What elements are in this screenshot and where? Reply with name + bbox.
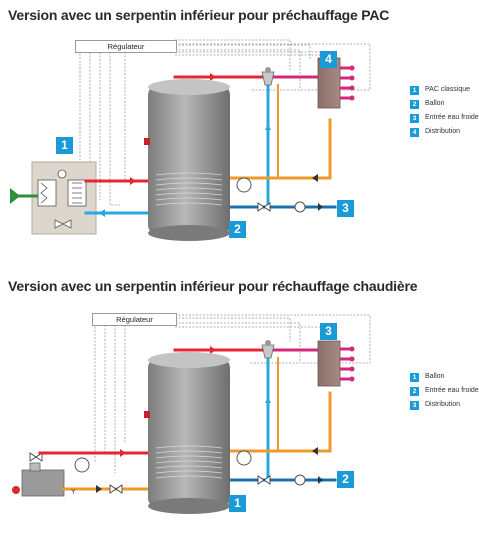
legend-label: Ballon bbox=[425, 373, 445, 380]
pump-icon bbox=[236, 177, 252, 193]
storage-tank bbox=[144, 79, 230, 241]
pipes-boiler bbox=[38, 348, 337, 491]
pump-icon bbox=[236, 450, 252, 466]
diagram-boiler-canvas bbox=[12, 314, 371, 514]
section-title-pac: Version avec un serpentin inférieur pour… bbox=[8, 7, 390, 23]
boiler-valve-label: Y bbox=[71, 489, 76, 496]
boiler-unit bbox=[12, 452, 65, 497]
legend-item: 3 Distribution bbox=[410, 401, 479, 410]
pipes-pac bbox=[84, 75, 337, 215]
storage-tank bbox=[144, 352, 230, 514]
legend-label: Entrée eau froide bbox=[425, 387, 479, 394]
badge-tank: 2 bbox=[229, 221, 246, 238]
check-valve-icon bbox=[318, 203, 323, 211]
legend-label: Distribution bbox=[425, 401, 461, 408]
legend-number: 1 bbox=[410, 86, 419, 95]
diagram-pac-preheating: Régulateur 1 2 3 4 1 PAC classique 2 Bal… bbox=[0, 30, 479, 275]
legend-label: Distribution bbox=[425, 128, 461, 135]
meter-icon bbox=[294, 201, 306, 213]
check-valve-icon bbox=[318, 476, 323, 484]
section-title-boiler: Version avec un serpentin inférieur pour… bbox=[8, 278, 418, 294]
valve-icon bbox=[257, 475, 271, 485]
legend-item: 1 Ballon bbox=[410, 373, 479, 382]
legend-number: 3 bbox=[410, 114, 419, 123]
valve-icon bbox=[109, 484, 123, 494]
legend-item: 2 Entrée eau froide bbox=[410, 387, 479, 396]
legend-number: 1 bbox=[410, 373, 419, 382]
regulator-label: Régulateur bbox=[92, 313, 177, 326]
badge-cold-water: 3 bbox=[337, 200, 354, 217]
regulator-label: Régulateur bbox=[75, 40, 177, 53]
legend-pac: 1 PAC classique 2 Ballon 3 Entrée eau fr… bbox=[410, 86, 479, 142]
flow-arrows bbox=[96, 346, 318, 493]
distribution-manifold bbox=[317, 340, 355, 387]
distribution-manifold bbox=[317, 57, 355, 109]
valve-icon bbox=[257, 202, 271, 212]
legend-number: 2 bbox=[410, 387, 419, 396]
mixing-valve bbox=[261, 67, 275, 86]
diagram-pac-canvas bbox=[10, 39, 371, 241]
legend-item: 2 Ballon bbox=[410, 100, 479, 109]
legend-number: 4 bbox=[410, 128, 419, 137]
legend-label: PAC classique bbox=[425, 86, 471, 93]
legend-label: Ballon bbox=[425, 100, 445, 107]
badge-distribution: 3 bbox=[320, 323, 337, 340]
legend-item: 3 Entrée eau froide bbox=[410, 114, 479, 123]
badge-tank: 1 bbox=[229, 495, 246, 512]
badge-cold-water: 2 bbox=[337, 471, 354, 488]
legend-item: 4 Distribution bbox=[410, 128, 479, 137]
pump-icon bbox=[74, 457, 90, 473]
legend-item: 1 PAC classique bbox=[410, 86, 479, 95]
meter-icon bbox=[294, 474, 306, 486]
legend-label: Entrée eau froide bbox=[425, 114, 479, 121]
heat-pump-unit bbox=[10, 161, 97, 235]
legend-number: 2 bbox=[410, 100, 419, 109]
diagram-boiler-reheating: Régulateur Y 1 2 3 1 Ballon 2 Entrée eau… bbox=[0, 303, 479, 533]
legend-number: 3 bbox=[410, 401, 419, 410]
flow-arrows bbox=[99, 73, 318, 217]
badge-heat-pump: 1 bbox=[56, 137, 73, 154]
mixing-valve bbox=[261, 340, 275, 359]
legend-boiler: 1 Ballon 2 Entrée eau froide 3 Distribut… bbox=[410, 373, 479, 415]
badge-distribution: 4 bbox=[320, 51, 337, 68]
